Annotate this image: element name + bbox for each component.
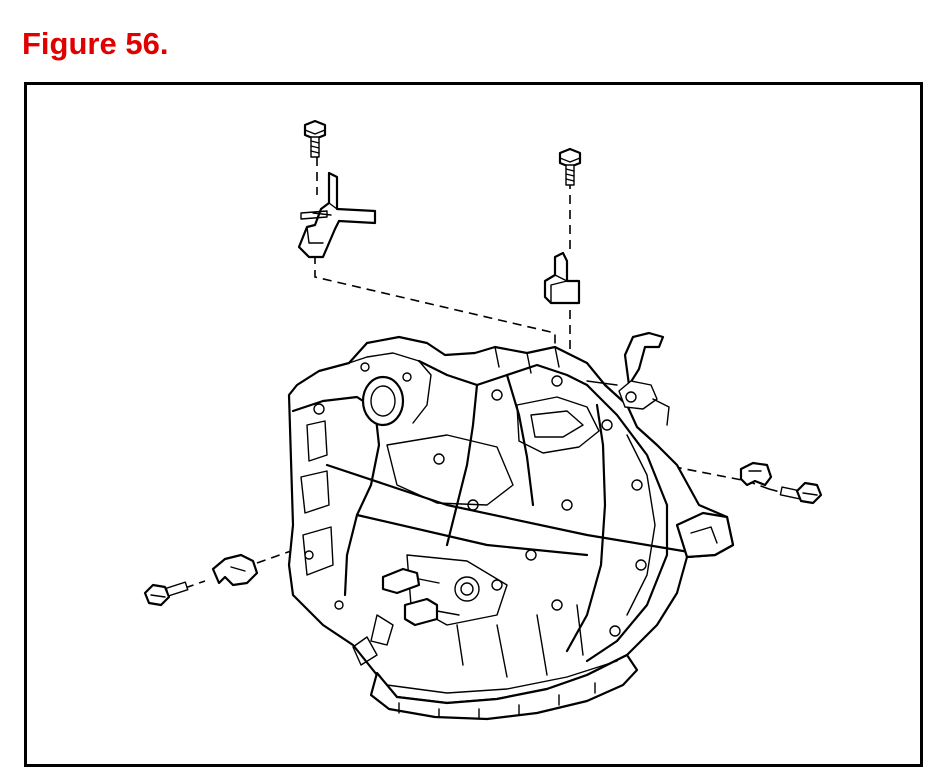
bolt-icon <box>143 581 189 607</box>
exploded-view-diagram <box>143 119 823 721</box>
bolt-icon <box>558 147 582 186</box>
bolt-icon <box>303 119 327 158</box>
bracket-icon <box>297 171 377 259</box>
bolt-icon <box>779 481 823 505</box>
transaxle-assembly-icon <box>287 331 735 721</box>
figure-title: Figure 56. <box>22 26 169 61</box>
illustration-frame <box>24 82 923 767</box>
clamp-icon <box>739 461 773 487</box>
bracket-icon <box>543 251 581 305</box>
clamp-icon <box>211 553 259 587</box>
